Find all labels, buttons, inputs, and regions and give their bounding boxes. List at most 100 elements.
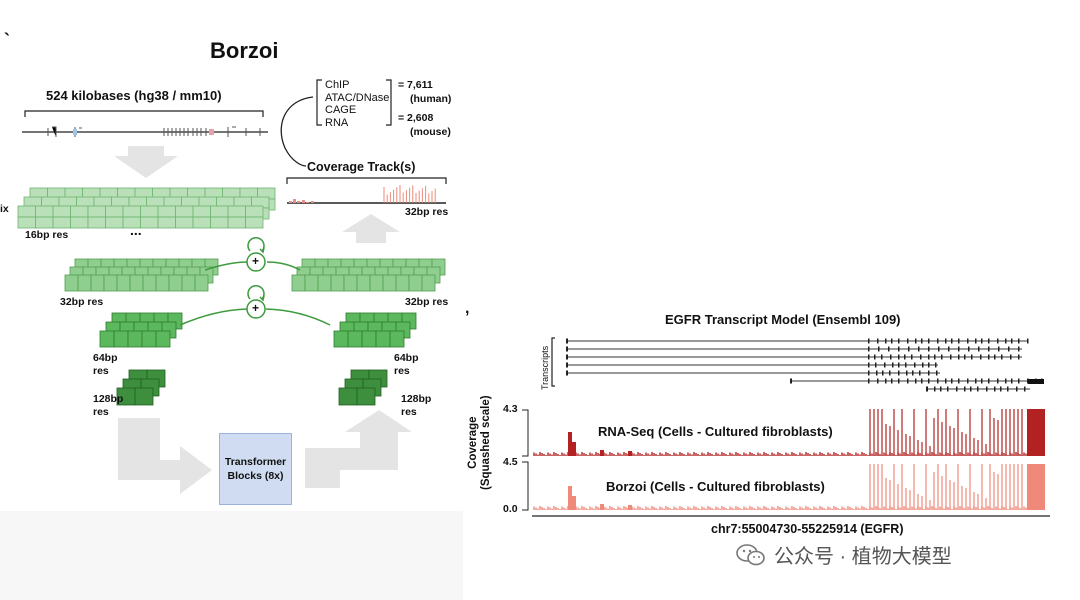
layer-cell <box>245 216 264 229</box>
conv-layer-32bp-left <box>64 258 219 292</box>
layer-cell <box>408 274 423 292</box>
exon <box>1008 346 1010 352</box>
exon <box>566 338 568 344</box>
exon <box>1027 378 1029 384</box>
res-16-label: 16bp res <box>25 229 69 241</box>
layer-cell <box>347 330 363 348</box>
exon <box>868 362 870 368</box>
exon <box>981 338 983 344</box>
layer-cell <box>356 274 371 292</box>
exon <box>1018 354 1020 360</box>
exon <box>790 378 792 384</box>
exon <box>877 338 879 344</box>
exon <box>1011 338 1013 344</box>
layer-cell <box>175 205 194 218</box>
exon <box>889 370 891 376</box>
exon <box>928 370 930 376</box>
exon <box>1007 386 1009 392</box>
exon <box>566 362 568 368</box>
mouse-label: (mouse) <box>410 126 451 138</box>
watermark: 公众号 · 植物大模型 <box>736 540 952 569</box>
res-32-right-label: 32bp res <box>405 296 449 308</box>
res-64-left-label: 64bp res <box>93 352 118 377</box>
exon <box>898 338 900 344</box>
exon <box>935 362 937 368</box>
exon <box>941 354 943 360</box>
coverage-axis-subtitle: (Squashed scale) <box>480 395 492 490</box>
exon <box>951 378 953 384</box>
layer-cell <box>113 330 129 348</box>
add-node-32 <box>246 252 266 272</box>
layer-cell <box>210 205 229 218</box>
coverage-peak <box>628 451 632 456</box>
exon <box>975 338 977 344</box>
exon <box>988 378 990 384</box>
layer-cell <box>155 330 171 348</box>
borzoi-label: Borzoi (Cells - Cultured fibroblasts) <box>606 479 825 494</box>
coverage-mini-bar <box>306 202 309 203</box>
layer-cell <box>35 205 54 218</box>
exon <box>921 338 923 344</box>
coverage-axis-title: Coverage <box>467 416 479 469</box>
transcript-models <box>566 338 1044 392</box>
exon <box>908 346 910 352</box>
coverage-peak <box>568 432 572 456</box>
coverage-mini-bar <box>297 201 300 203</box>
comma-mark: , <box>465 300 470 317</box>
conv-layer-16bp <box>17 187 276 229</box>
layer-cell <box>338 387 358 406</box>
exon <box>1024 386 1026 392</box>
watermark-text: 公众号 · 植物大模型 <box>774 546 952 568</box>
exon <box>922 362 924 368</box>
layer-cell <box>227 216 246 229</box>
layer-cell <box>129 274 144 292</box>
exon <box>956 386 958 392</box>
exon <box>874 354 876 360</box>
assay-atac: ATAC/DNase <box>325 91 390 104</box>
exon <box>958 338 960 344</box>
exon <box>1010 354 1012 360</box>
exon <box>948 346 950 352</box>
exon <box>868 370 870 376</box>
assay-bracket-left <box>316 79 322 126</box>
exon <box>905 362 907 368</box>
exon <box>926 386 928 392</box>
layer-cell <box>210 216 229 229</box>
exon <box>868 378 870 384</box>
plus-32: + <box>252 254 260 268</box>
up-arrow-output <box>342 214 400 243</box>
layer-cell <box>105 216 124 229</box>
assay-rna: RNA <box>325 116 349 129</box>
exon <box>920 354 922 360</box>
exon <box>898 354 900 360</box>
exon <box>937 338 939 344</box>
arrow-from-transformer <box>305 410 412 488</box>
coverage-tracks-label: Coverage Track(s) <box>307 160 416 174</box>
transformer-block: Transformer Blocks (8x) <box>219 433 292 505</box>
exon <box>1005 338 1007 344</box>
exon <box>875 362 877 368</box>
coverage-axes <box>522 409 529 511</box>
exon <box>891 338 893 344</box>
stray-mark: ` <box>4 30 10 50</box>
layer-cell <box>105 205 124 218</box>
exon <box>1011 378 1013 384</box>
layer-cell <box>291 274 306 292</box>
exon <box>890 354 892 360</box>
exon <box>919 370 921 376</box>
exon <box>997 338 999 344</box>
coverage-mini-bar <box>289 201 292 203</box>
transformer-line-1: Transformer <box>224 456 287 468</box>
coverage-peak <box>628 505 632 510</box>
layer-cell <box>382 274 397 292</box>
exon <box>945 378 947 384</box>
layer-cell <box>87 205 106 218</box>
exon <box>912 370 914 376</box>
coverage-mini-bar <box>293 199 296 203</box>
layer-cell <box>17 205 36 218</box>
exon-block <box>1028 379 1044 384</box>
exon <box>958 354 960 360</box>
exon <box>968 346 970 352</box>
exon <box>566 346 568 352</box>
exon <box>921 378 923 384</box>
